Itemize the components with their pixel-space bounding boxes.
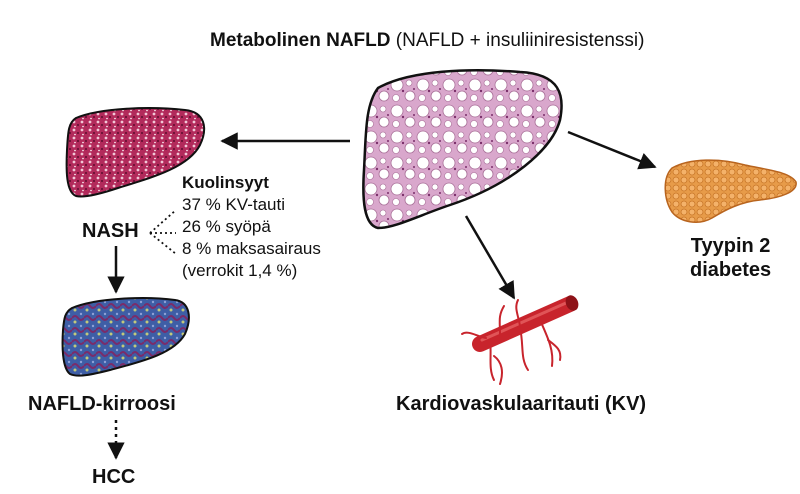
diabetes-line-1: Tyypin 2 bbox=[690, 235, 771, 257]
artery-icon bbox=[461, 295, 579, 385]
hcc-label: HCC bbox=[92, 466, 136, 488]
arrow-to-cardio bbox=[464, 215, 516, 300]
arrow-to-diabetes bbox=[567, 130, 657, 170]
nash-label: NASH bbox=[82, 220, 139, 242]
nash-causes-connector bbox=[149, 209, 177, 255]
diabetes-line-2: diabetes bbox=[690, 259, 772, 281]
title-rest: (NAFLD + insuliiniresistenssi) bbox=[390, 30, 645, 51]
pancreas-icon bbox=[664, 159, 797, 224]
diagram-title: Metabolinen NAFLD (NAFLD + insuliiniresi… bbox=[210, 30, 644, 52]
cause-item: 37 % KV-tauti bbox=[182, 195, 286, 214]
cause-item: (verrokit 1,4 %) bbox=[182, 261, 298, 280]
causes-heading: Kuolinsyyt bbox=[182, 173, 269, 192]
arrows bbox=[107, 130, 657, 460]
diabetes-label: Tyypin 2 diabetes bbox=[690, 234, 771, 282]
cause-item: 26 % syöpä bbox=[182, 217, 271, 236]
cause-item: 8 % maksasairaus bbox=[182, 239, 321, 258]
causes-of-death: Kuolinsyyt 37 % KV-tauti 26 % syöpä 8 % … bbox=[182, 172, 321, 282]
cirrhosis-label: NAFLD-kirroosi bbox=[28, 393, 176, 415]
cirrhotic-liver-icon bbox=[61, 297, 190, 377]
cardio-label: Kardiovaskulaaritauti (KV) bbox=[396, 393, 647, 415]
fatty-liver-icon bbox=[362, 69, 563, 230]
title-bold: Metabolinen NAFLD bbox=[210, 30, 391, 51]
nash-liver-icon bbox=[65, 107, 206, 198]
